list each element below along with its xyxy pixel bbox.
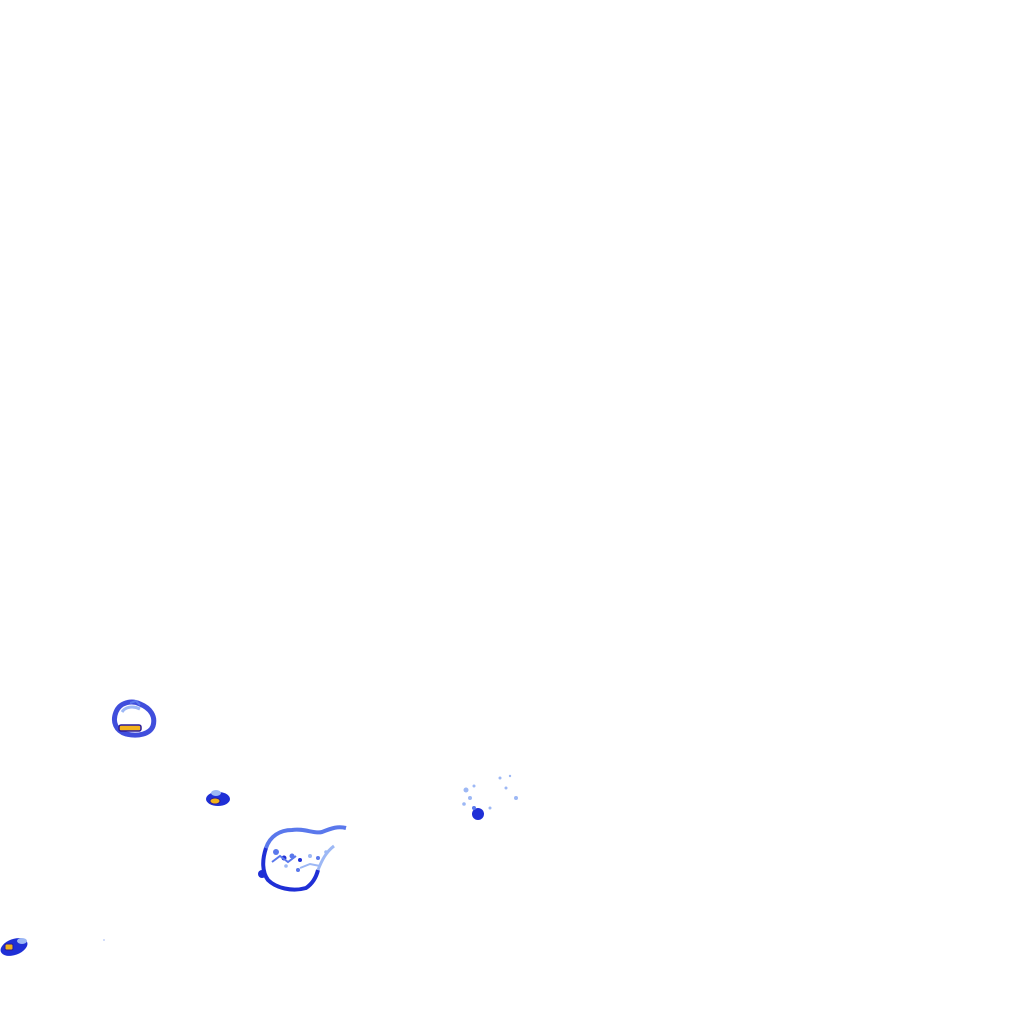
precip-cell-c bbox=[258, 825, 347, 892]
precip-core-a bbox=[118, 724, 142, 732]
precip-speck bbox=[103, 939, 105, 941]
precip-cell-d bbox=[462, 774, 518, 820]
precip-cell-e bbox=[0, 938, 28, 956]
precip-cell-b bbox=[206, 790, 230, 806]
precip-cell-a bbox=[111, 699, 157, 738]
